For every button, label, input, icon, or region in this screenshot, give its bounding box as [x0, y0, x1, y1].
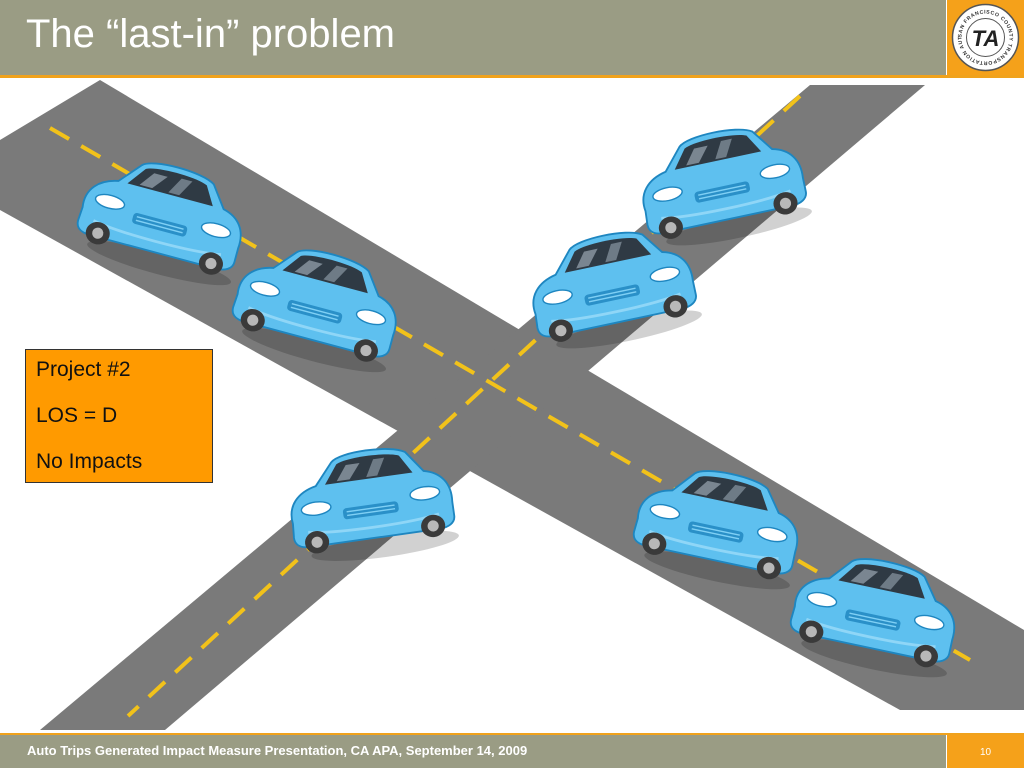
road-north-south [40, 85, 925, 730]
lane-line-west-east [48, 126, 972, 662]
page-number-panel: 10 [947, 735, 1024, 768]
page-number: 10 [979, 747, 992, 758]
header-divider [0, 75, 1024, 78]
header-bar: The “last-in” problem [0, 0, 946, 75]
logo-monogram: TA [972, 26, 1000, 51]
sfcta-logo-icon: SAN FRANCISCO COUNTY TRANSPORTATION AUTH… [947, 0, 1020, 72]
project-callout: Project #2 LOS = D No Impacts [25, 349, 213, 483]
callout-line-los: LOS = D [36, 404, 118, 427]
callout-line-impacts: No Impacts [36, 450, 143, 473]
slide-title: The “last-in” problem [26, 12, 396, 56]
callout-line-project: Project #2 [36, 358, 131, 381]
logo-panel: SAN FRANCISCO COUNTY TRANSPORTATION AUTH… [947, 0, 1024, 75]
footer-caption: Auto Trips Generated Impact Measure Pres… [27, 743, 528, 758]
footer-divider [0, 733, 1024, 735]
intersection-scene [0, 80, 1024, 730]
footer-bar [0, 735, 946, 768]
